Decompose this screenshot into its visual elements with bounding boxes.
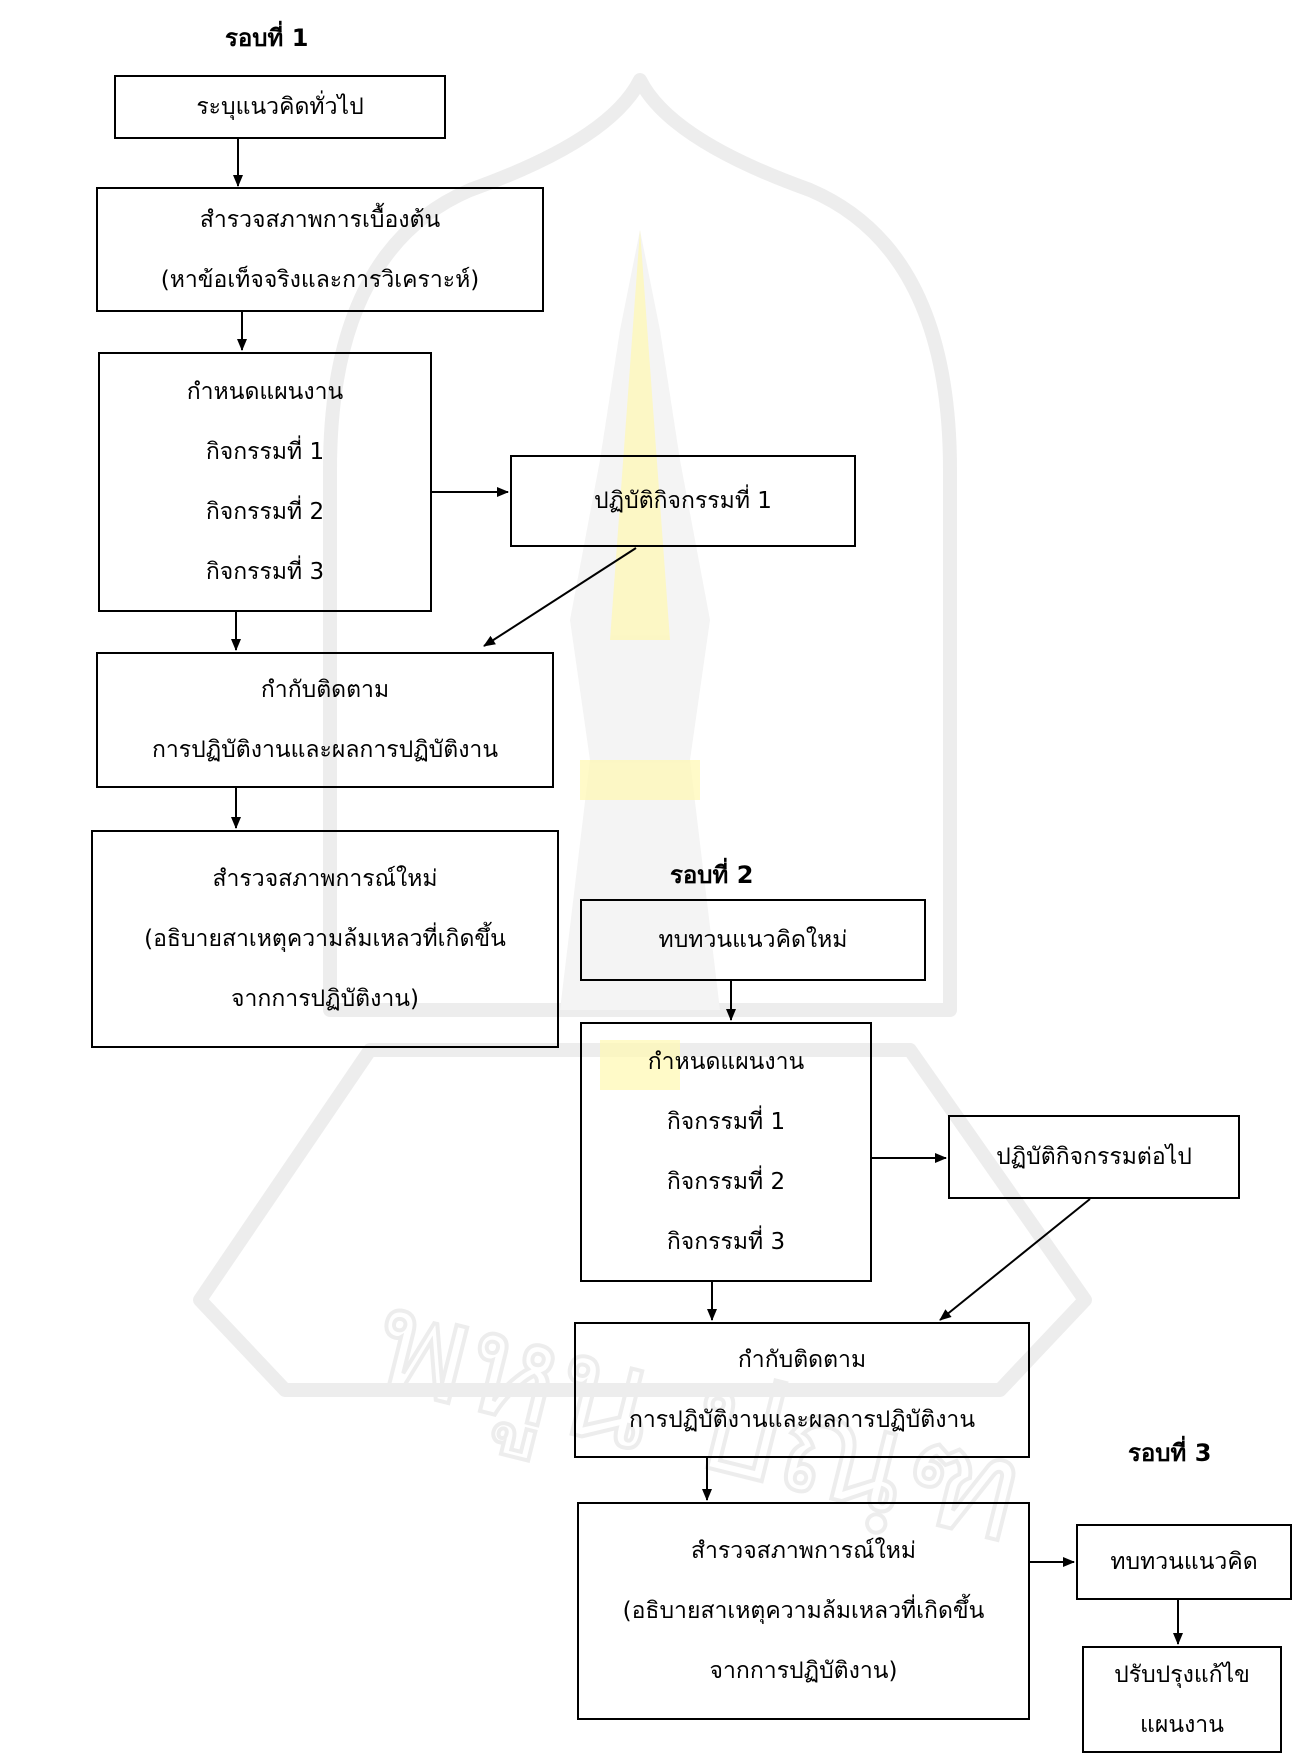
monitor-2-title: กำกับติดตาม <box>737 1347 867 1373</box>
round-1-label: รอบที่ 1 <box>225 24 309 52</box>
plan-2-activity-3: กิจกรรมที่ 3 <box>666 1229 786 1255</box>
arrow-act-to-monitor <box>483 547 637 647</box>
new-survey-box-1: สำรวจสภาพการณ์ใหม่ (อธิบายสาเหตุความล้มเ… <box>91 830 559 1048</box>
perform-activity-1-text: ปฏิบัติกิจกรรมที่ 1 <box>594 488 772 514</box>
review-new-concept-text: ทบทวนแนวคิดใหม่ <box>658 927 848 953</box>
improve-plan-box: ปรับปรุงแก้ไข แผนงาน <box>1082 1646 1282 1753</box>
new-survey-2-title: สำรวจสภาพการณ์ใหม่ <box>690 1538 917 1564</box>
perform-activity-1-box: ปฏิบัติกิจกรรมที่ 1 <box>510 455 856 547</box>
plan-1-activity-3: กิจกรรมที่ 3 <box>205 559 325 585</box>
initial-survey-box: สำรวจสภาพการเบื้องต้น (หาข้อเท็จจริงและก… <box>96 187 544 312</box>
improve-plan-title: ปรับปรุงแก้ไข <box>1114 1661 1250 1688</box>
monitor-box-2: กำกับติดตาม การปฏิบัติงานและผลการปฏิบัติ… <box>574 1322 1030 1458</box>
arrow-act2-to-monitor2 <box>939 1198 1091 1321</box>
monitor-box-1: กำกับติดตาม การปฏิบัติงานและผลการปฏิบัติ… <box>96 652 554 788</box>
review-concept-text: ทบทวนแนวคิด <box>1110 1549 1258 1575</box>
plan-2-activity-2: กิจกรรมที่ 2 <box>666 1169 786 1195</box>
new-survey-2-subtitle: (อธิบายสาเหตุความล้มเหลวที่เกิดขึ้น <box>622 1598 985 1624</box>
new-survey-1-title: สำรวจสภาพการณ์ใหม่ <box>212 866 438 892</box>
improve-plan-subtitle: แผนงาน <box>1140 1711 1224 1738</box>
initial-survey-subtitle: (หาข้อเท็จจริงและการวิเคราะห์) <box>160 266 480 293</box>
review-concept-box: ทบทวนแนวคิด <box>1076 1524 1292 1600</box>
perform-next-activity-box: ปฏิบัติกิจกรรมต่อไป <box>948 1115 1240 1199</box>
plan-2-title: กำหนดแผนงาน <box>647 1049 805 1075</box>
identify-concept-text: ระบุแนวคิดทั่วไป <box>196 94 364 120</box>
new-survey-2-subtitle-2: จากการปฏิบัติงาน) <box>709 1658 898 1684</box>
review-new-concept-box: ทบทวนแนวคิดใหม่ <box>580 899 926 981</box>
plan-1-activity-2: กิจกรรมที่ 2 <box>205 499 325 525</box>
plan-1-activity-1: กิจกรรมที่ 1 <box>205 439 325 465</box>
round-2-label: รอบที่ 2 <box>670 861 754 889</box>
identify-concept-box: ระบุแนวคิดทั่วไป <box>114 75 446 139</box>
plan-1-title: กำหนดแผนงาน <box>186 379 344 405</box>
plan-box-1: กำหนดแผนงาน กิจกรรมที่ 1 กิจกรรมที่ 2 กิ… <box>98 352 432 612</box>
initial-survey-title: สำรวจสภาพการเบื้องต้น <box>199 206 441 233</box>
plan-box-2: กำหนดแผนงาน กิจกรรมที่ 1 กิจกรรมที่ 2 กิ… <box>580 1022 872 1282</box>
monitor-1-subtitle: การปฏิบัติงานและผลการปฏิบัติงาน <box>151 737 499 763</box>
new-survey-box-2: สำรวจสภาพการณ์ใหม่ (อธิบายสาเหตุความล้มเ… <box>577 1502 1030 1720</box>
new-survey-1-subtitle-2: จากการปฏิบัติงาน) <box>231 986 419 1012</box>
plan-2-activity-1: กิจกรรมที่ 1 <box>666 1109 786 1135</box>
round-3-label: รอบที่ 3 <box>1128 1439 1212 1467</box>
perform-next-activity-text: ปฏิบัติกิจกรรมต่อไป <box>996 1144 1192 1170</box>
new-survey-1-subtitle: (อธิบายสาเหตุความล้มเหลวที่เกิดขึ้น <box>144 926 506 952</box>
monitor-1-title: กำกับติดตาม <box>260 677 390 703</box>
monitor-2-subtitle: การปฏิบัติงานและผลการปฏิบัติงาน <box>628 1407 976 1433</box>
